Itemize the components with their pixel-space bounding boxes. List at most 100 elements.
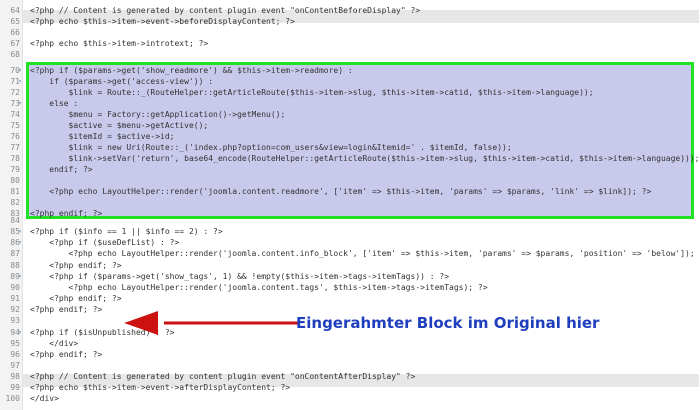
line-code: <?php echo LayoutHelper::render('joomla.…: [30, 282, 488, 292]
line-code: $itemId = $active->id;: [30, 132, 175, 141]
line-number: 66: [10, 28, 20, 38]
code-line: 70▾ <?php if ($params->get('show_readmore…: [0, 64, 700, 77]
line-code: <?php echo $this->item->event->afterDisp…: [30, 383, 291, 393]
line-number: 98: [10, 372, 20, 382]
line-number-gutter: [0, 0, 23, 410]
line-number: 79: [10, 165, 20, 174]
line-number: 93: [10, 316, 20, 326]
code-line: 92 <?php endif; ?>: [0, 303, 700, 316]
line-number: 84: [10, 216, 20, 225]
line-code: <?php if ($params->get('show_tags', 1) &…: [30, 271, 450, 281]
code-line: 81 <?php echo LayoutHelper::render('joom…: [0, 185, 700, 198]
line-code: <?php echo LayoutHelper::render('joomla.…: [30, 249, 700, 259]
line-number: 77: [10, 143, 20, 152]
line-number: 95: [10, 338, 20, 348]
code-line: 74 $menu = Factory::getApplication()->ge…: [0, 108, 700, 121]
code-line: 67 <?php echo $this->item->introtext; ?>: [0, 37, 700, 50]
code-line: 82: [0, 196, 700, 209]
code-line: 98 <?php // Content is generated by conte…: [0, 370, 700, 383]
line-code: endif; ?>: [30, 165, 93, 174]
line-number: 89: [10, 271, 20, 281]
line-code: <?php if ($useDefList) : ?>: [30, 238, 180, 248]
code-line: 100</div>: [0, 392, 700, 405]
code-line: 95 </div>: [0, 337, 700, 350]
line-code: <?php echo $this->item->event->beforeDis…: [30, 17, 295, 27]
line-code: <?php echo $this->item->introtext; ?>: [30, 39, 209, 49]
line-code: </div>: [30, 394, 59, 404]
line-code: <?php // Content is generated by content…: [30, 372, 416, 382]
code-line: 77 $link = new Uri(Route::_('index.php?o…: [0, 141, 700, 154]
line-number: 96: [10, 349, 20, 359]
code-line: 79 endif; ?>: [0, 163, 700, 176]
line-code: $menu = Factory::getApplication()->getMe…: [30, 110, 286, 119]
code-line: 68: [0, 48, 700, 61]
line-number: 92: [10, 305, 20, 315]
line-code: <?php endif; ?>: [30, 305, 103, 315]
code-line: 72 $link = Route::_(RouteHelper::getArti…: [0, 86, 700, 99]
line-number: 65: [10, 17, 20, 27]
line-code: </div>: [30, 338, 79, 348]
code-line: 76 $itemId = $active->id;: [0, 130, 700, 143]
line-code: <?php if ($params->get('show_readmore') …: [30, 66, 353, 75]
code-line: 65 <?php echo $this->item->event->beforeD…: [0, 15, 700, 28]
line-number: 70: [10, 66, 20, 75]
fold-toggle-icon[interactable]: ▾: [18, 228, 22, 236]
line-code: <?php endif; ?>: [30, 260, 122, 270]
current-line-highlight: [23, 10, 699, 23]
line-number: 80: [10, 176, 20, 185]
code-line: 66: [0, 26, 700, 39]
code-line: 64 <?php // Content is generated by conte…: [0, 4, 700, 17]
line-code: <?php // Content is generated by content…: [30, 6, 421, 15]
line-highlight-bottom: [23, 374, 699, 387]
line-code: <?php endif; ?>: [30, 294, 122, 304]
framed-code-block: [26, 62, 694, 219]
line-code: <?php endif; ?>: [30, 209, 103, 218]
line-number: 64: [10, 6, 20, 15]
fold-toggle-icon[interactable]: ▾: [18, 78, 22, 85]
line-number: 90: [10, 282, 20, 292]
line-code: $active = $menu->getActive();: [30, 121, 209, 130]
line-code: <?php endif; ?>: [30, 349, 103, 359]
line-number: 76: [10, 132, 20, 141]
line-number: 74: [10, 110, 20, 119]
code-line: 83 <?php endif; ?>: [0, 207, 700, 220]
code-line: 71▾ if ($params->get('access-view')) :: [0, 75, 700, 88]
line-number: 99: [10, 383, 20, 393]
line-code: $link = Route::_(RouteHelper::getArticle…: [30, 88, 594, 97]
fold-toggle-icon[interactable]: ▾: [18, 100, 22, 107]
code-line: 73▾ else :: [0, 97, 700, 110]
line-code: $link = new Uri(Route::_('index.php?opti…: [30, 143, 512, 152]
line-code: else :: [30, 99, 79, 108]
line-number: 86: [10, 238, 20, 248]
code-line: 84: [0, 214, 700, 227]
line-code: <?php echo LayoutHelper::render('joomla.…: [30, 187, 652, 196]
code-line: 93: [0, 314, 700, 327]
line-number: 73: [10, 99, 20, 108]
fold-toggle-icon[interactable]: ▾: [18, 272, 22, 280]
line-number: 94: [10, 327, 20, 337]
code-line: 96 <?php endif; ?>: [0, 348, 700, 361]
line-number: 72: [10, 88, 20, 97]
fold-toggle-icon[interactable]: ▾: [18, 67, 22, 74]
line-number: 85: [10, 227, 20, 237]
code-line: 86▾ <?php if ($useDefList) : ?>: [0, 236, 700, 249]
line-code: if ($params->get('access-view')) :: [30, 77, 214, 86]
fold-toggle-icon[interactable]: ▾: [18, 239, 22, 247]
line-number: 83: [10, 209, 20, 218]
line-code: <?php if ($info == 1 || $info == 2) : ?>: [30, 227, 223, 237]
line-number: 68: [10, 50, 20, 60]
fold-toggle-icon[interactable]: ▾: [18, 328, 22, 336]
code-line: 78 $link->setVar('return', base64_encode…: [0, 152, 700, 165]
code-line: 89▾ <?php if ($params->get('show_tags', …: [0, 270, 700, 283]
line-number: 88: [10, 260, 20, 270]
line-number: 67: [10, 39, 20, 49]
line-number: 71: [10, 77, 20, 86]
code-line: 91 <?php endif; ?>: [0, 292, 700, 305]
annotation-label: Eingerahmter Block im Original hier: [296, 314, 600, 332]
line-number: 97: [10, 360, 20, 370]
code-line: 80: [0, 174, 700, 187]
code-line: 90 <?php echo LayoutHelper::render('joom…: [0, 281, 700, 294]
line-code: $link->setVar('return', base64_encode(Ro…: [30, 154, 700, 163]
line-number: 82: [10, 198, 20, 207]
